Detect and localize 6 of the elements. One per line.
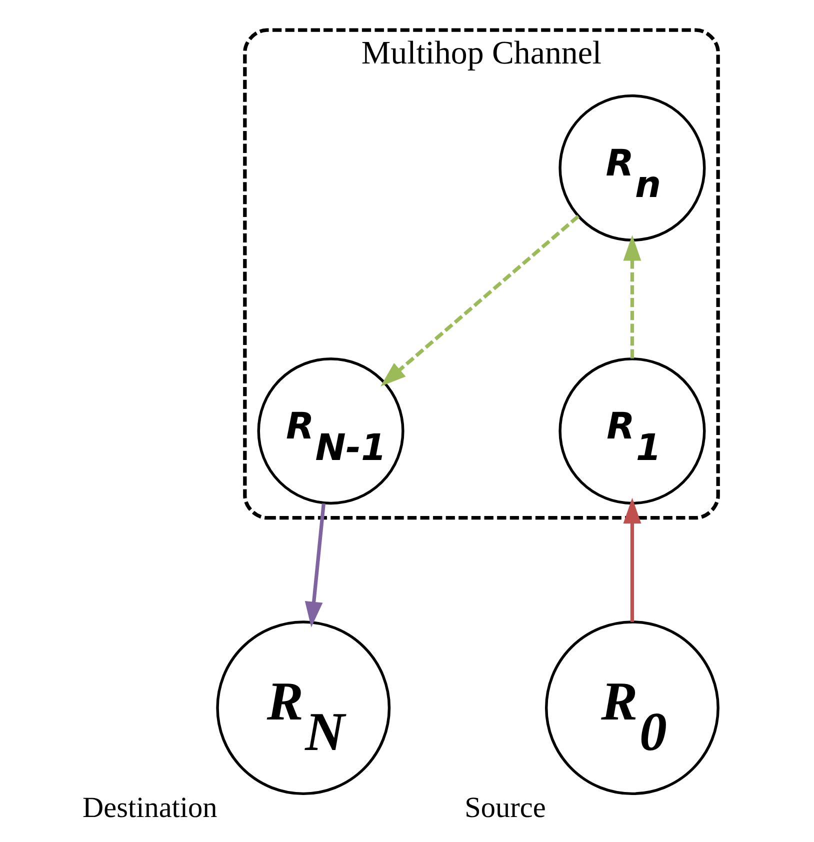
- arrow: [622, 235, 641, 358]
- arrow: [380, 214, 579, 386]
- arrow: [304, 503, 325, 628]
- node-label: Source: [464, 792, 546, 824]
- node-label: Destination: [82, 792, 217, 824]
- arrow: [622, 498, 641, 622]
